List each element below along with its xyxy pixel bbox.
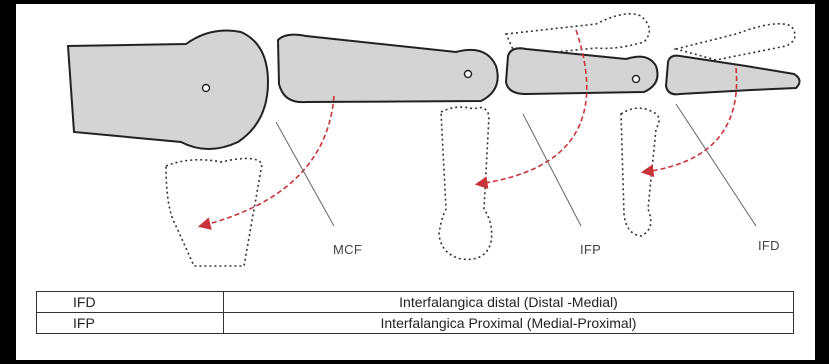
metacarpal-bone — [68, 31, 268, 150]
ifp-label: IFP — [580, 242, 601, 257]
ifd-leader-line — [676, 104, 756, 226]
middle-phalanx-bone — [506, 48, 658, 94]
legend-description: Interfalangica Proximal (Medial-Proximal… — [224, 313, 794, 334]
ghost-metacarpal-flexed — [166, 158, 262, 266]
ifp-joint-center — [465, 71, 472, 78]
ghost-proximal-phalanx-flexed — [439, 107, 492, 259]
figure-panel: MCF IFP IFD IFD Interfalangica distal (D… — [16, 4, 815, 360]
distal-phalanx-bone — [666, 56, 800, 95]
ghost-distal-phalanx-extended — [676, 24, 795, 60]
proximal-phalanx-bone — [278, 35, 498, 103]
mcf-label: MCF — [333, 242, 362, 257]
legend-abbreviation: IFD — [37, 292, 224, 313]
mcf-leader-line — [276, 122, 334, 226]
ifd-label: IFD — [758, 238, 780, 253]
legend-row: IFP Interfalangica Proximal (Medial-Prox… — [37, 313, 794, 334]
legend-row: IFD Interfalangica distal (Distal -Media… — [37, 292, 794, 313]
ifd-joint-center — [633, 76, 640, 83]
ghost-middle-phalanx-flexed — [621, 108, 659, 236]
mcf-joint-center — [203, 85, 210, 92]
legend-table: IFD Interfalangica distal (Distal -Media… — [36, 291, 794, 334]
legend-description: Interfalangica distal (Distal -Medial) — [224, 292, 794, 313]
legend-abbreviation: IFP — [37, 313, 224, 334]
